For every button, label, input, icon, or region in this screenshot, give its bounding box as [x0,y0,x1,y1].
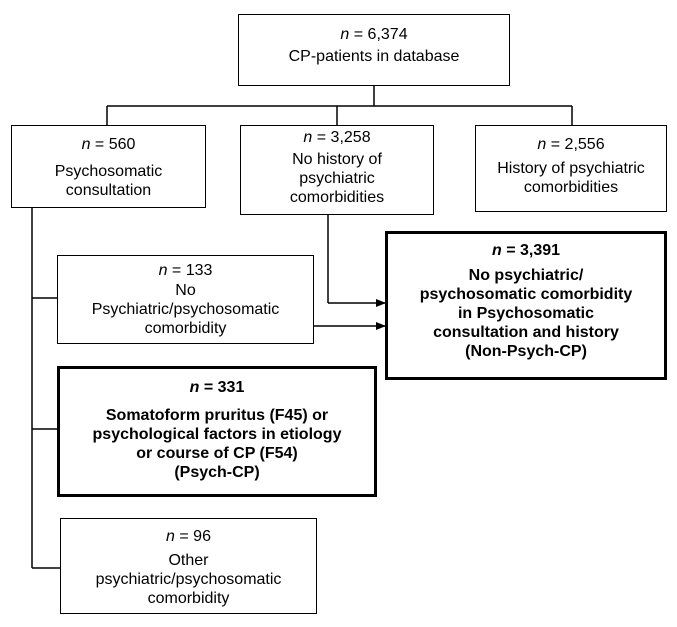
label-psych-cp: Somatoform pruritus (F45) or psychologic… [92,407,342,481]
label-no-history: No history of psychiatric comorbidities [289,151,385,206]
count-no-psych-133: n = 133 [158,262,213,279]
box-psychosomatic-consultation: n = 560 Psychosomatic consultation [11,125,206,208]
box-other-96: n = 96 Other psychiatric/psychosomatic c… [60,518,317,614]
box-psych-cp: n = 331 Somatoform pruritus (F45) or psy… [57,366,377,497]
count-other-96: n = 96 [166,528,211,545]
count-history: n = 2,556 [537,136,605,153]
box-total-patients: n = 6,374 CP-patients in database [238,14,510,86]
box-history: n = 2,556 History of psychiatric comorbi… [475,125,667,212]
label-non-psych-cp: No psychiatric/ psychosomatic comorbidit… [419,267,633,360]
label-total: CP-patients in database [288,48,460,65]
count-no-history: n = 3,258 [303,129,371,146]
count-non-psych-cp: n = 3,391 [491,242,561,259]
box-non-psych-cp: n = 3,391 No psychiatric/ psychosomatic … [385,231,667,380]
box-no-psych-133: n = 133 No Psychiatric/psychosomatic com… [57,255,314,344]
label-psychosomatic: Psychosomatic consultation [54,163,163,199]
count-total: n = 6,374 [340,26,408,43]
box-no-history: n = 3,258 No history of psychiatric como… [240,125,434,215]
label-history: History of psychiatric comorbidities [497,160,645,196]
count-psychosomatic: n = 560 [81,136,136,153]
count-psych-cp: n = 331 [189,379,245,396]
label-no-psych-133: No Psychiatric/psychosomatic comorbidity [91,282,280,337]
label-other-96: Other psychiatric/psychosomatic comorbid… [95,552,282,607]
